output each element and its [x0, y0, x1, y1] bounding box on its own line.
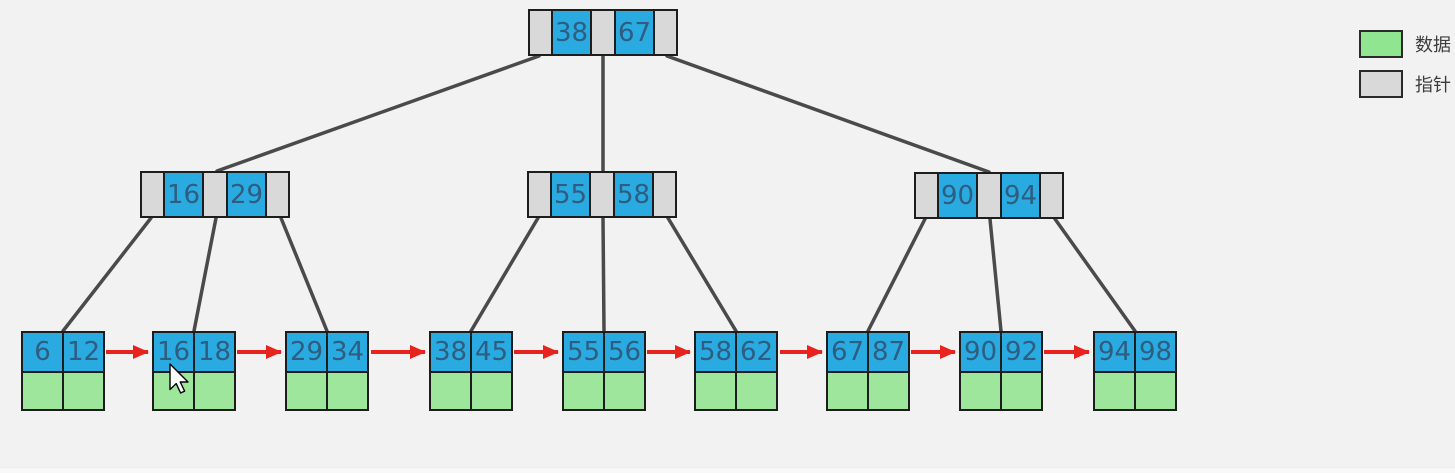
key-cell: 18	[195, 333, 234, 373]
key-cell: 45	[472, 333, 511, 373]
pointer-cell	[142, 173, 163, 216]
legend: 数据 指针	[1359, 0, 1455, 110]
data-cell	[605, 373, 644, 409]
legend-swatch-data	[1359, 30, 1403, 58]
data-cell	[472, 373, 511, 409]
key-cell: 56	[605, 333, 644, 373]
pointer-cell	[267, 173, 288, 216]
data-cell	[737, 373, 776, 409]
legend-item-pointer: 指针	[1359, 70, 1451, 98]
data-cell	[828, 373, 867, 409]
pointer-cell	[655, 11, 676, 54]
tree-edge	[988, 217, 1003, 333]
key-cell: 58	[696, 333, 735, 373]
pointer-cell	[592, 11, 614, 54]
data-cell	[696, 373, 735, 409]
key-cell: 98	[1136, 333, 1175, 373]
data-cell	[1095, 373, 1134, 409]
tree-edge	[866, 217, 927, 333]
data-cell	[961, 373, 1000, 409]
internal-node-3: 90 94	[914, 172, 1064, 219]
key-cell: 94	[1000, 174, 1041, 217]
leaf-node-9: 94 98	[1093, 331, 1177, 411]
data-cell	[64, 373, 103, 409]
key-cell: 34	[328, 333, 367, 373]
data-cell	[195, 373, 234, 409]
leaf-node-1: 6 12	[21, 331, 105, 411]
pointer-cell	[204, 173, 226, 216]
key-cell: 90	[937, 174, 978, 217]
data-cell	[1136, 373, 1175, 409]
pointer-cell	[530, 11, 551, 54]
data-cell	[287, 373, 326, 409]
pointer-cell	[529, 173, 550, 216]
key-cell: 29	[226, 173, 267, 216]
leaf-node-4: 38 45	[429, 331, 513, 411]
key-cell: 58	[613, 173, 654, 216]
data-cell	[564, 373, 603, 409]
tree-edge	[61, 216, 153, 333]
tree-edges	[61, 54, 1137, 333]
key-cell: 38	[431, 333, 470, 373]
leaf-node-7: 67 87	[826, 331, 910, 411]
pointer-cell	[1041, 174, 1062, 217]
key-cell: 55	[550, 173, 591, 216]
pointer-cell	[591, 173, 613, 216]
leaf-node-8: 90 92	[959, 331, 1043, 411]
legend-label-pointer: 指针	[1415, 75, 1451, 96]
leaf-node-6: 58 62	[694, 331, 778, 411]
key-cell: 12	[64, 333, 103, 373]
tree-edge	[192, 216, 218, 333]
tree-edge	[601, 216, 606, 333]
key-cell: 55	[564, 333, 603, 373]
tree-edge	[469, 216, 540, 333]
leaf-node-5: 55 56	[562, 331, 646, 411]
internal-node-2: 55 58	[527, 171, 677, 218]
tree-edge	[215, 54, 541, 173]
root-node: 38 67	[528, 9, 678, 56]
key-cell: 67	[614, 11, 655, 54]
leaf-node-2: 16 18	[152, 331, 236, 411]
legend-swatch-pointer	[1359, 70, 1403, 98]
key-cell: 94	[1095, 333, 1134, 373]
data-cell	[431, 373, 470, 409]
tree-edge	[1053, 217, 1137, 333]
pointer-cell	[978, 174, 1000, 217]
internal-node-1: 16 29	[140, 171, 290, 218]
pointer-cell	[654, 173, 675, 216]
key-cell: 29	[287, 333, 326, 373]
key-cell: 62	[737, 333, 776, 373]
key-cell: 16	[163, 173, 204, 216]
bottom-strip	[0, 467, 1455, 473]
data-cell	[23, 373, 62, 409]
key-cell: 6	[23, 333, 62, 373]
key-cell: 87	[869, 333, 908, 373]
legend-label-data: 数据	[1415, 35, 1451, 56]
legend-item-data: 数据	[1359, 30, 1451, 58]
key-cell: 92	[1002, 333, 1041, 373]
data-cell	[328, 373, 367, 409]
key-cell: 67	[828, 333, 867, 373]
data-cell	[869, 373, 908, 409]
pointer-cell	[916, 174, 937, 217]
data-cell	[154, 373, 193, 409]
tree-edge	[279, 216, 329, 333]
tree-edge	[666, 216, 738, 333]
tree-edge	[665, 54, 991, 174]
key-cell: 16	[154, 333, 193, 373]
key-cell: 38	[551, 11, 592, 54]
leaf-node-3: 29 34	[285, 331, 369, 411]
data-cell	[1002, 373, 1041, 409]
key-cell: 90	[961, 333, 1000, 373]
